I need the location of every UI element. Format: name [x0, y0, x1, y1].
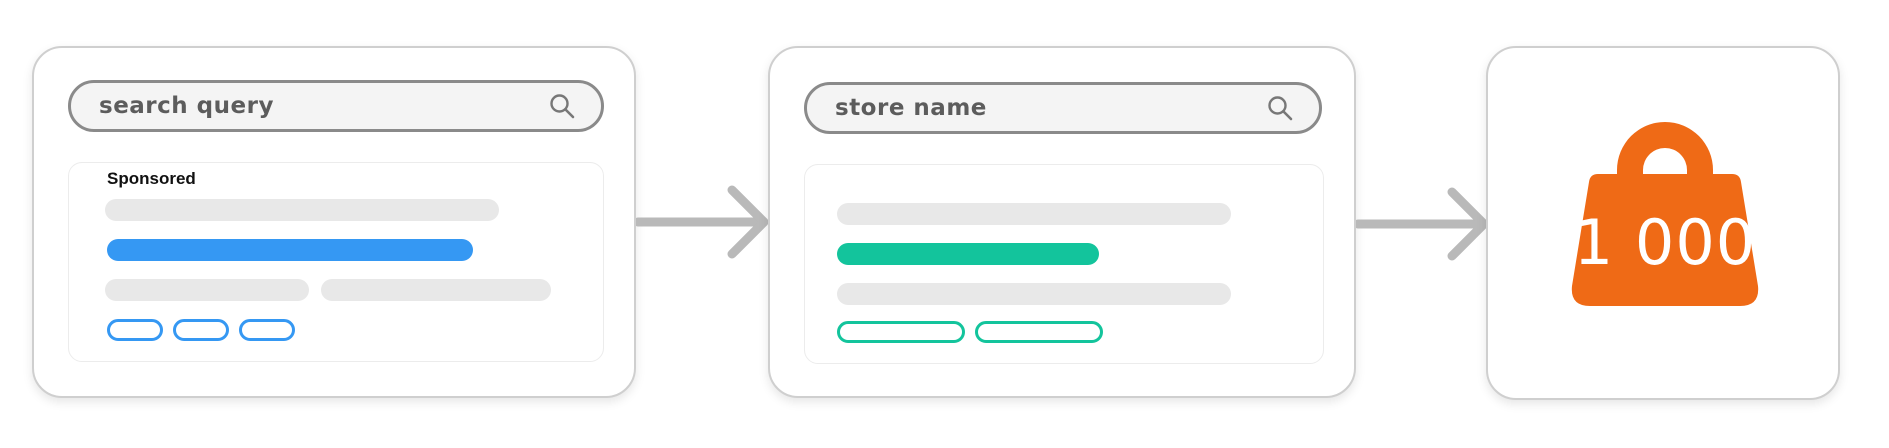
search-query-bar[interactable]: search query [68, 80, 604, 132]
placeholder-line [837, 203, 1231, 225]
placeholder-line [105, 199, 499, 221]
results-panel: Sponsored [68, 162, 604, 362]
sponsored-tag[interactable] [107, 319, 163, 341]
ad-search-card: search query Sponsored [32, 46, 636, 398]
sponsored-result-bar[interactable] [107, 239, 473, 261]
search-icon [1268, 96, 1293, 121]
results-panel [804, 164, 1324, 364]
sponsored-tag[interactable] [239, 319, 295, 341]
purchase-amount: 1 000 [1573, 206, 1757, 279]
store-result-bar[interactable] [837, 243, 1099, 265]
search-icon [550, 94, 575, 119]
sponsored-label: Sponsored [107, 169, 196, 188]
placeholder-line [105, 279, 309, 301]
search-query-text: search query [99, 93, 274, 119]
shopping-bag-icon: 1 000 [1570, 122, 1760, 308]
store-search-card: store name [768, 46, 1356, 398]
store-name-text: store name [835, 95, 987, 121]
arrow-right-icon [1356, 187, 1489, 261]
placeholder-line [837, 283, 1231, 305]
store-tag[interactable] [975, 321, 1103, 343]
arrow-right-icon [636, 185, 769, 259]
placeholder-line [321, 279, 551, 301]
bag-shape [1571, 122, 1759, 306]
sponsored-tag[interactable] [173, 319, 229, 341]
store-tag[interactable] [837, 321, 965, 343]
store-name-bar[interactable]: store name [804, 82, 1322, 134]
purchase-card: 1 000 [1486, 46, 1840, 400]
